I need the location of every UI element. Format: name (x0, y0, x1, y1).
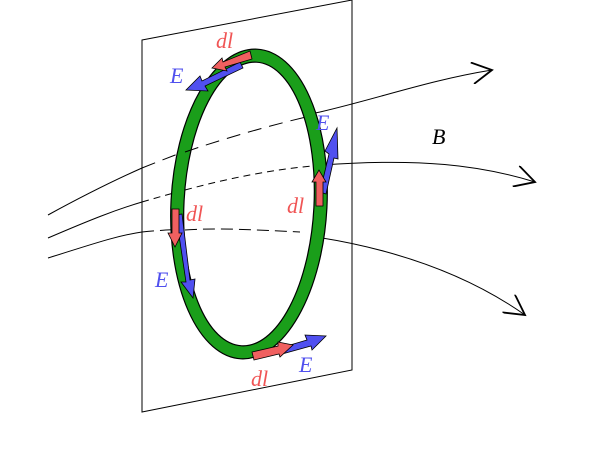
conducting-loop (170, 48, 328, 360)
field-line-2-out (321, 161, 535, 182)
dl-arrow-left (167, 208, 183, 248)
dl-arrow-bottom (251, 341, 294, 361)
dl-label-right: dl (287, 193, 304, 218)
e-label-top: E (169, 63, 184, 88)
b-field-label: B (432, 124, 445, 149)
dl-label-left: dl (186, 201, 203, 226)
field-line-1-front (47, 167, 143, 216)
dl-label-bottom: dl (251, 366, 268, 391)
dl-label-top: dl (216, 28, 233, 53)
e-arrow-bottom (279, 334, 327, 355)
dl-arrow-top (211, 50, 253, 72)
e-arrow-top (185, 61, 244, 92)
field-line-3-front (47, 231, 143, 259)
e-label-right: E (315, 110, 330, 135)
e-label-bottom: E (298, 352, 313, 377)
e-label-left: E (154, 267, 169, 292)
dl-arrow-right (311, 169, 327, 207)
field-line-2-front (47, 201, 143, 239)
e-arrow-right (319, 126, 339, 195)
field-line-1-out (319, 70, 492, 113)
